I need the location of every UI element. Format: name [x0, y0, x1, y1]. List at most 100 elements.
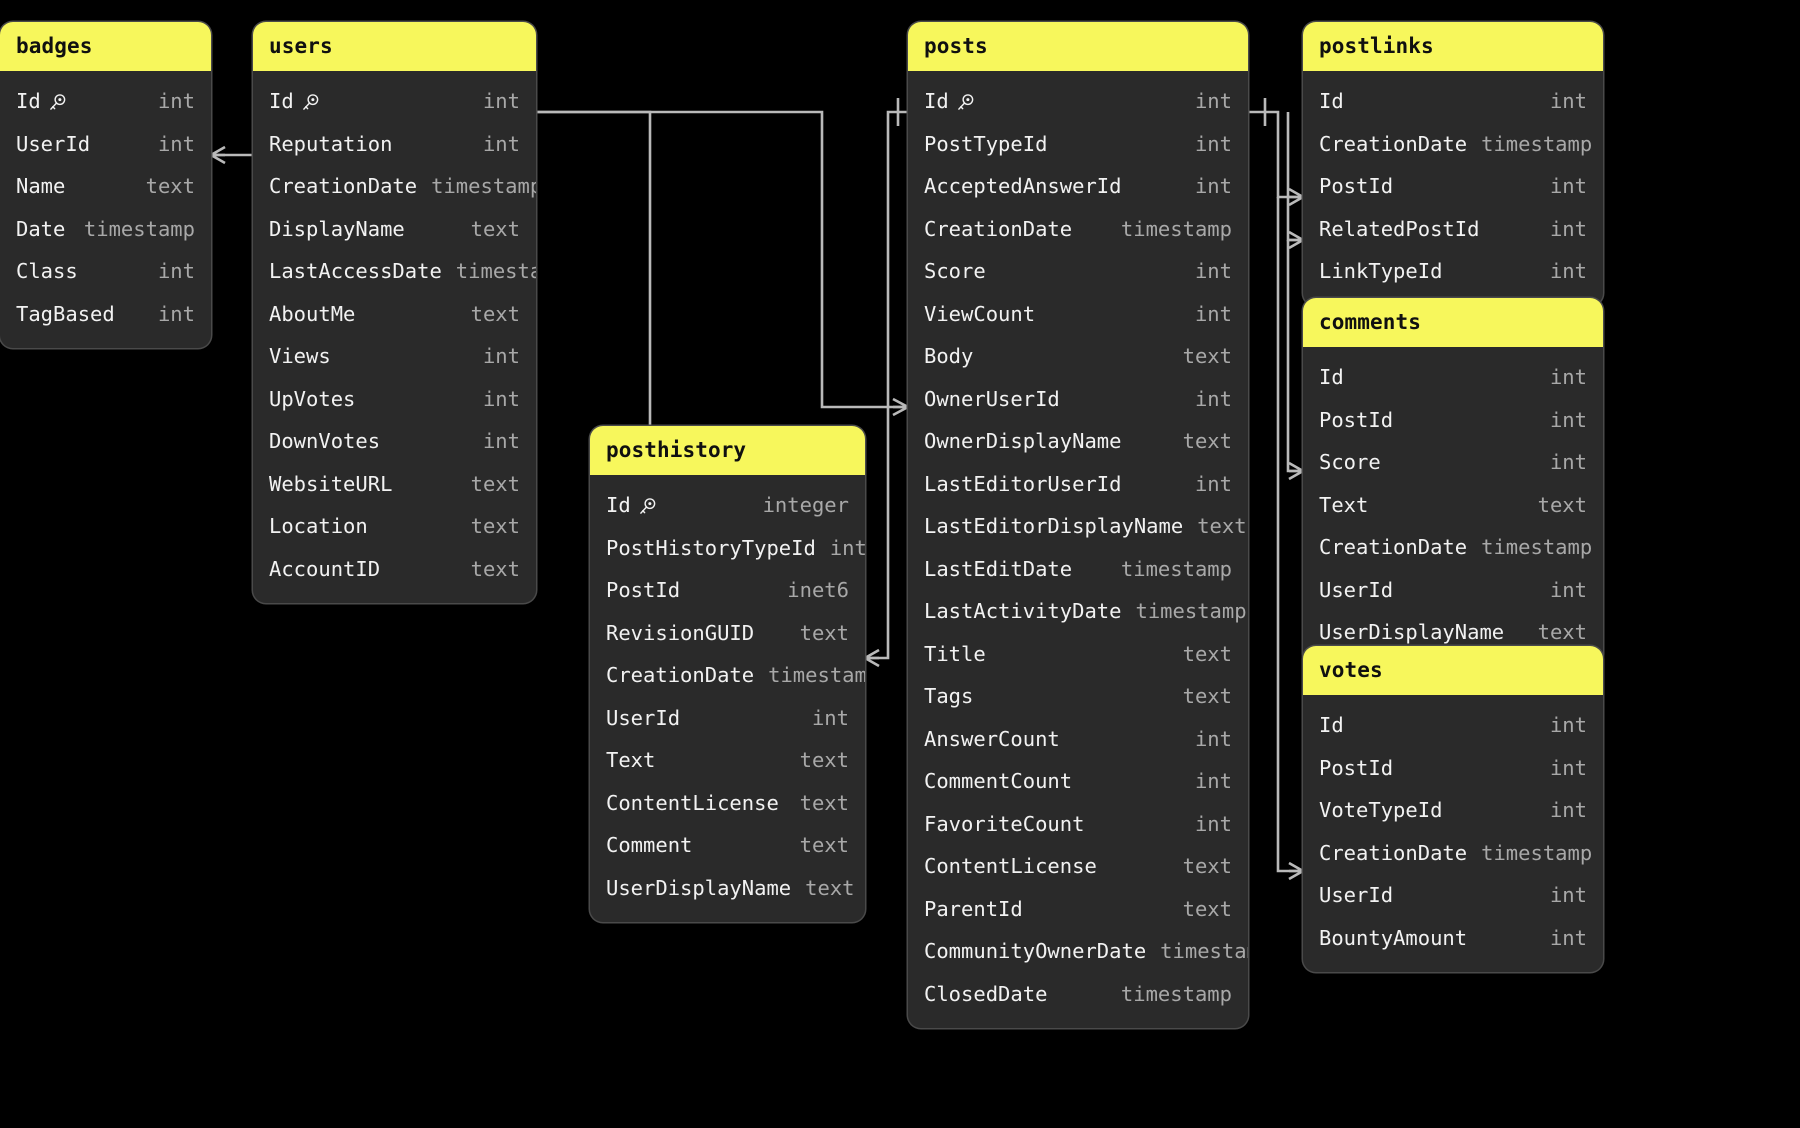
field-type: int [1549, 89, 1587, 114]
field-name: CreationDate [606, 663, 754, 687]
link-posts-postlinks-related [1286, 112, 1304, 250]
field-name-text: CreationDate [1319, 840, 1468, 865]
field-name: VoteTypeId [1319, 798, 1442, 822]
field-type: timestamp [1135, 599, 1247, 624]
field-type: text [145, 174, 195, 199]
field-name: Location [269, 514, 368, 538]
field-type: int [829, 535, 865, 560]
field-name: PostTypeId [924, 132, 1047, 156]
field-type: int [482, 429, 520, 454]
field-name: PostId [1319, 174, 1393, 198]
field-name-text: Score [1319, 450, 1381, 475]
link-posts-comments [1286, 240, 1304, 481]
field-name: UserDisplayName [1319, 620, 1504, 644]
field-name-text: BountyAmount [1319, 925, 1468, 950]
field-type: int [157, 259, 195, 284]
field-name: Date [16, 217, 65, 241]
field-name-text: ClosedDate [924, 981, 1048, 1006]
field-name: Reputation [269, 132, 392, 156]
field-name-text: LastAccessDate [269, 259, 442, 284]
field-row[interactable]: LastAccessDatetimestamp [253, 250, 536, 293]
field-name: Title [924, 642, 986, 666]
field-name-text: DisplayName [269, 216, 405, 241]
field-row[interactable]: CommunityOwnerDatetimestamp [908, 930, 1248, 973]
field-type: int [482, 344, 520, 369]
